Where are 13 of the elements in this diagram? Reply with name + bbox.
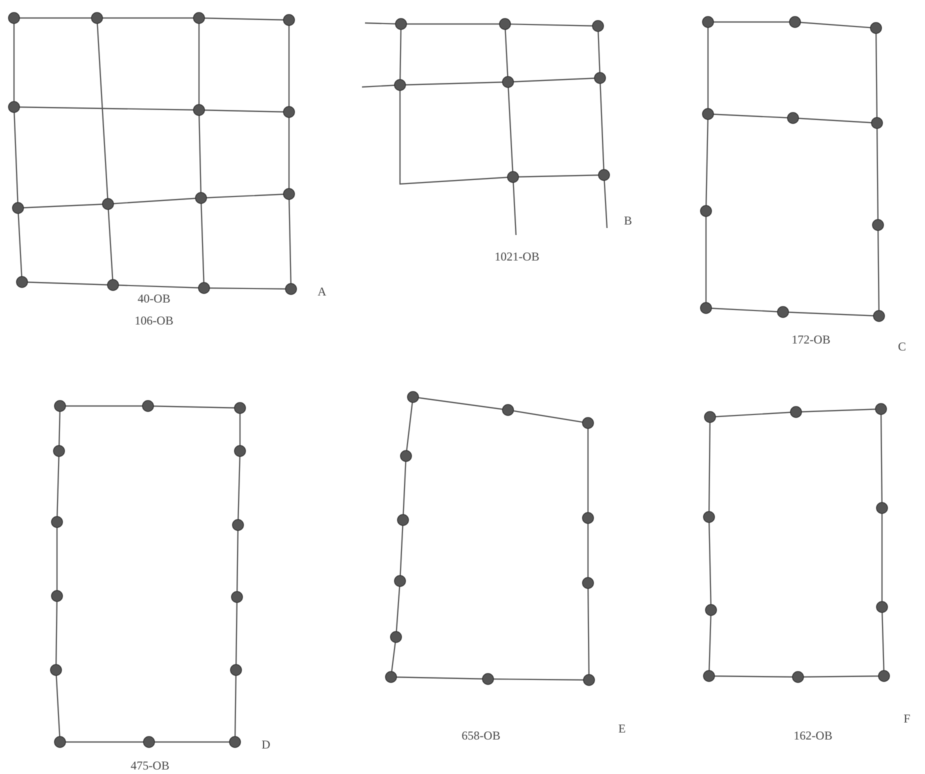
panel-letter: F bbox=[904, 712, 910, 726]
panel-letter: A bbox=[318, 284, 326, 300]
plan-number: 106-OB bbox=[134, 314, 174, 328]
plan-number: 1021-OB bbox=[494, 250, 540, 264]
panel-letter: B bbox=[624, 214, 632, 228]
plan-number: 162-OB bbox=[794, 728, 832, 744]
panel-letter: E bbox=[618, 722, 626, 736]
plan-number: 172-OB bbox=[792, 332, 830, 348]
plan-number: 475-OB bbox=[130, 758, 170, 774]
panel-letter: D bbox=[262, 738, 270, 752]
plan-number: 658-OB bbox=[462, 728, 500, 744]
panel-letter: C bbox=[898, 340, 906, 354]
plan-number: 40-OB bbox=[138, 292, 170, 306]
